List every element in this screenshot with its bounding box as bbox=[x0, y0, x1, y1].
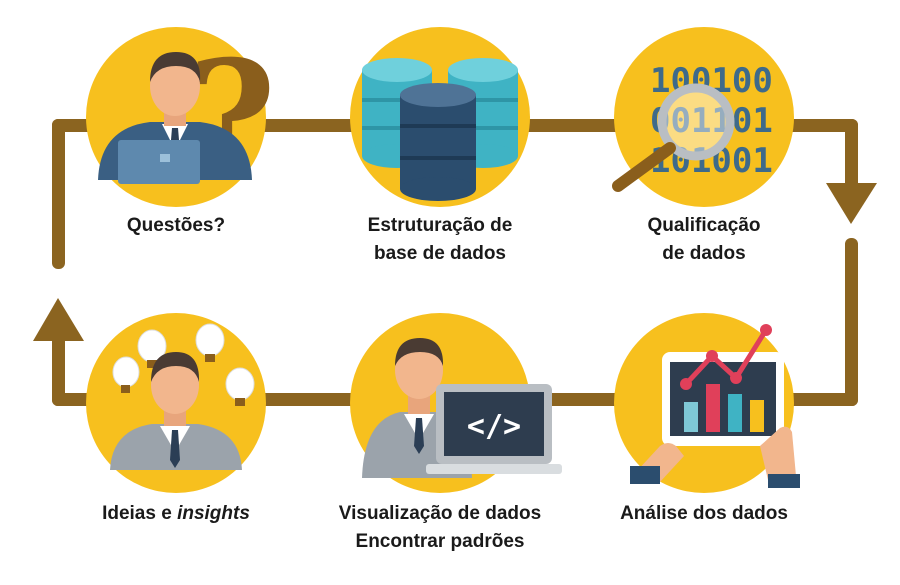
code-symbol: </> bbox=[467, 409, 521, 444]
label-questions: Questões? bbox=[96, 212, 256, 240]
label-visualization-line1: Visualização de dados bbox=[338, 503, 542, 524]
flow-line-left bbox=[52, 119, 65, 269]
flow-line-left-lower bbox=[52, 330, 65, 406]
database-icon bbox=[362, 58, 518, 201]
label-database: Estruturação de base de dados bbox=[340, 212, 540, 268]
label-ideas-text: Ideias e bbox=[102, 503, 172, 524]
label-analysis: Análise dos dados bbox=[614, 500, 794, 528]
label-visualization: Visualização de dados Encontrar padrões bbox=[310, 500, 570, 556]
tablet-chart-icon bbox=[630, 324, 800, 488]
laptop-code-icon: </> bbox=[362, 338, 562, 478]
label-questions-line1: Questões? bbox=[126, 215, 226, 236]
label-ideas: Ideias e insights bbox=[76, 500, 276, 528]
arrow-up-icon bbox=[33, 298, 84, 341]
flow-line-right-lower bbox=[845, 238, 858, 406]
lightbulb-person-icon bbox=[110, 323, 255, 470]
magnifier-binary-icon: 100100 001101 101001 bbox=[612, 61, 773, 192]
flow-line-right bbox=[845, 119, 858, 189]
label-database-line2: base de dados bbox=[374, 243, 506, 264]
label-ideas-line1: Ideias e insights bbox=[76, 500, 276, 528]
label-ideas-emphasis: insights bbox=[177, 503, 250, 524]
label-qualification: Qualificação de dados bbox=[624, 212, 784, 268]
label-qualification-line2: de dados bbox=[662, 243, 746, 264]
arrow-down-icon bbox=[826, 183, 877, 224]
label-visualization-line2: Encontrar padrões bbox=[355, 531, 525, 552]
binary-row-2: 001101 bbox=[650, 101, 773, 141]
label-qualification-line1: Qualificação bbox=[647, 215, 761, 236]
label-analysis-line1: Análise dos dados bbox=[620, 503, 788, 524]
question-person-icon: ? bbox=[98, 28, 276, 204]
label-database-line1: Estruturação de bbox=[367, 215, 513, 236]
lightbulb-icon bbox=[112, 323, 255, 406]
